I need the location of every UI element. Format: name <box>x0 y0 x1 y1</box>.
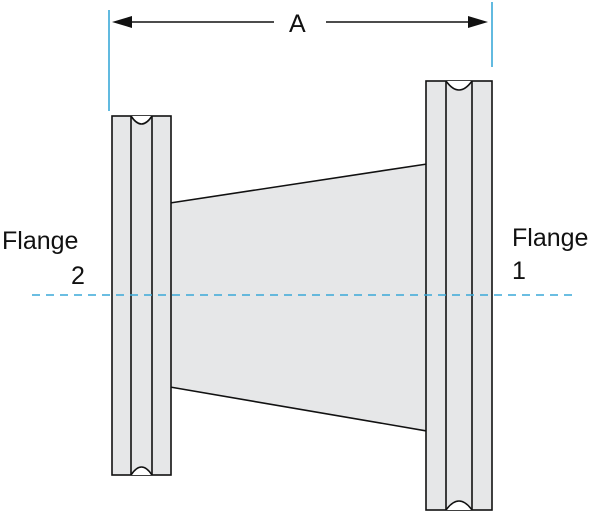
flange-2-label: Flange <box>2 227 79 255</box>
arrowhead-left <box>112 16 132 28</box>
reducer-cone-body <box>169 163 428 432</box>
flange-1-label: Flange <box>512 224 589 252</box>
dimension-line-a <box>112 16 488 28</box>
arrowhead-right <box>468 16 488 28</box>
flange-1-number: 1 <box>512 257 526 285</box>
flange-2-number: 2 <box>71 262 85 290</box>
dimension-label-a: A <box>289 10 306 38</box>
